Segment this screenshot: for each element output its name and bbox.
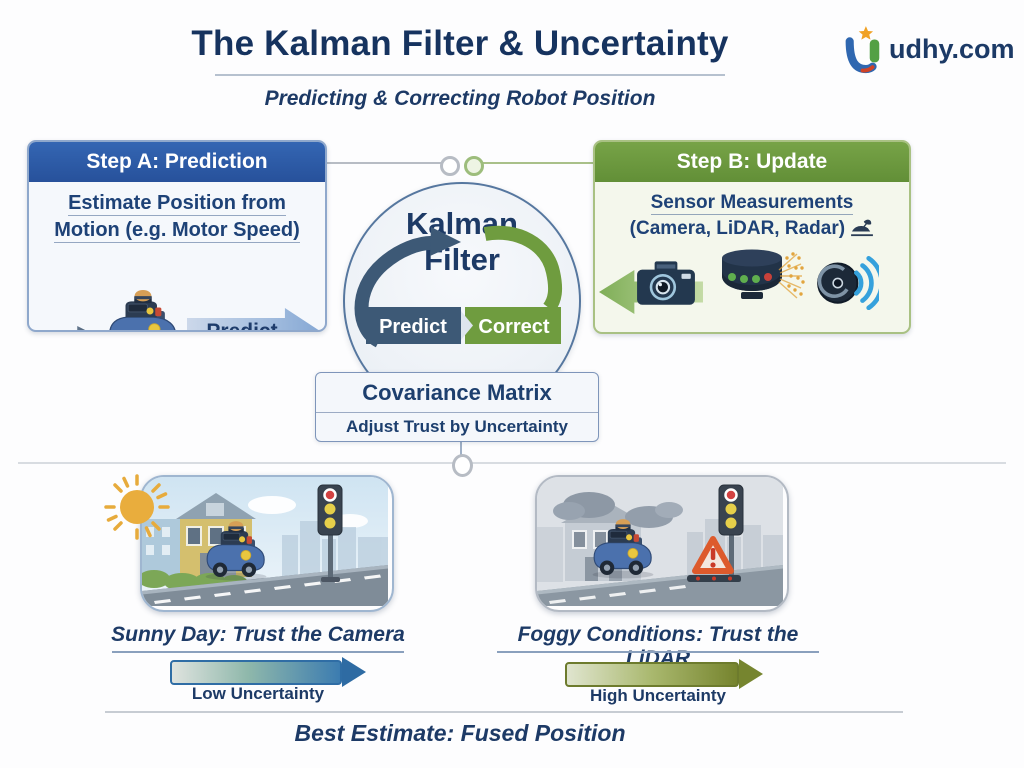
radar-icon xyxy=(817,255,879,310)
quill-icon xyxy=(851,219,874,236)
step-b-update-box: Step B: Update Sensor Measurements (Came… xyxy=(593,140,911,334)
sun-icon xyxy=(104,474,170,540)
cloud-icon xyxy=(248,496,296,514)
connector-node-green xyxy=(464,156,484,176)
connector-node-gray xyxy=(440,156,460,176)
star-icon xyxy=(858,26,874,40)
low-uncertainty-arrow xyxy=(170,657,366,687)
step-a-line1: Estimate Position from xyxy=(68,192,286,216)
step-b-description: Sensor Measurements (Camera, LiDAR, Rada… xyxy=(595,190,909,241)
sunny-caption: Sunny Day: Trust the Camera xyxy=(111,623,405,646)
logo-u-icon xyxy=(845,26,880,74)
step-a-line2: Motion (e.g. Motor Speed) xyxy=(54,219,300,243)
predict-arrow-label: Predict xyxy=(206,320,278,332)
foggy-caption-underline xyxy=(497,651,819,653)
step-b-header: Step B: Update xyxy=(595,142,909,182)
high-uncertainty-arrow xyxy=(565,659,763,689)
predict-band-label: Predict xyxy=(379,316,447,338)
foggy-scene-panel xyxy=(535,475,789,612)
divider-node xyxy=(452,454,473,477)
road-markings xyxy=(549,585,686,604)
page-title: The Kalman Filter & Uncertainty xyxy=(191,24,729,63)
sunny-caption-underline xyxy=(112,651,404,653)
covariance-matrix-box: Covariance Matrix Adjust Trust by Uncert… xyxy=(315,372,599,442)
footer-caption: Best Estimate: Fused Position xyxy=(294,720,626,746)
brand-logo-text: udhy.com xyxy=(889,33,1015,64)
road-markings xyxy=(154,574,381,604)
brand-logo: udhy.com xyxy=(843,24,1015,74)
step-a-prediction-box: Step A: Prediction Estimate Position fro… xyxy=(27,140,327,332)
sunny-scene-panel xyxy=(140,475,394,612)
traffic-light-pole xyxy=(328,513,333,581)
step-b-line2: (Camera, LiDAR, Radar) xyxy=(629,217,846,239)
predict-correct-cycle-icon: Predict Correct xyxy=(354,225,563,348)
low-uncertainty-label: Low Uncertainty xyxy=(191,684,325,703)
sunny-scene-illustration xyxy=(142,477,388,606)
connector-covariance-divider xyxy=(460,440,462,457)
connector-step-b-line xyxy=(480,162,593,164)
step-b-line1: Sensor Measurements xyxy=(650,192,854,215)
footer-divider-line xyxy=(105,711,903,713)
robot-car-icon xyxy=(97,290,189,332)
foggy-scene-illustration xyxy=(537,477,783,606)
motion-arrow-icon xyxy=(45,326,97,330)
cloud-icon xyxy=(553,492,683,528)
step-a-description: Estimate Position from Motion (e.g. Moto… xyxy=(29,190,325,244)
covariance-title: Covariance Matrix xyxy=(316,373,598,413)
page-subtitle: Predicting & Correcting Robot Position xyxy=(264,87,656,110)
camera-icon xyxy=(637,261,695,305)
section-divider-line xyxy=(18,462,1006,464)
lidar-icon xyxy=(722,249,805,299)
connector-step-a-line xyxy=(323,162,441,164)
title-underline xyxy=(215,74,725,76)
covariance-subtitle: Adjust Trust by Uncertainty xyxy=(346,416,568,436)
high-uncertainty-label: High Uncertainty xyxy=(589,686,727,705)
step-a-header: Step A: Prediction xyxy=(29,142,325,182)
road xyxy=(142,565,388,606)
warning-triangle-icon xyxy=(687,536,741,582)
correct-band-label: Correct xyxy=(478,316,549,338)
